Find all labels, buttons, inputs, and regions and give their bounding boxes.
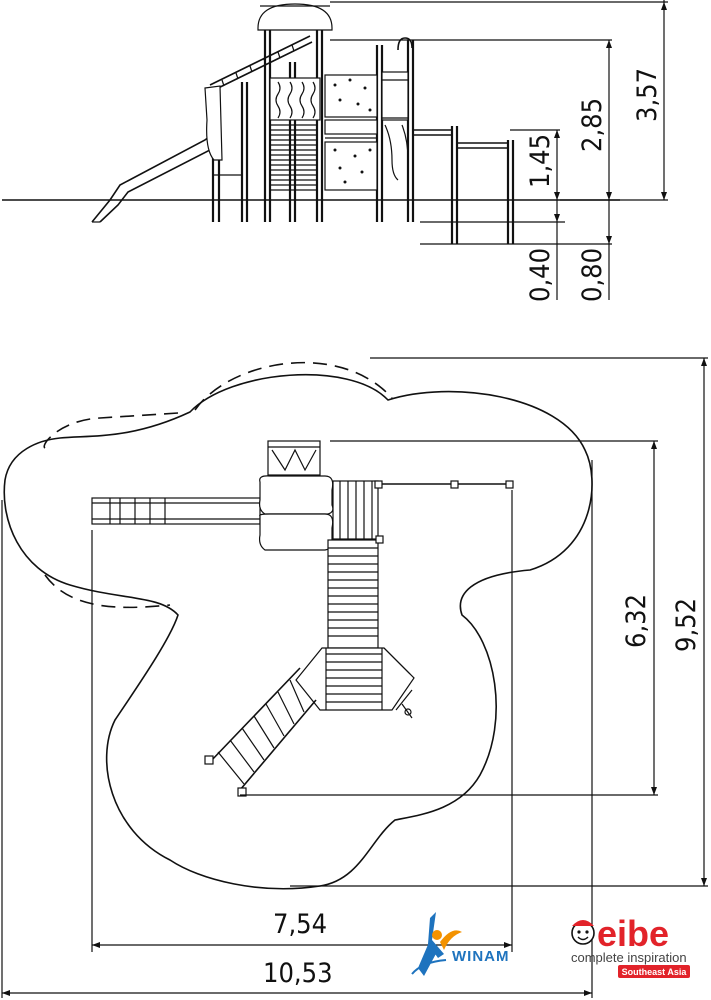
horizontal-bars (413, 126, 515, 244)
ladder-steps (270, 124, 317, 191)
dashed-zone-top (194, 361, 393, 411)
eibe-logo: eibe complete inspiration Southeast Asia (571, 913, 690, 978)
dashed-zone-bottom (44, 574, 171, 609)
posts (211, 30, 415, 222)
slide-upper-edge (99, 142, 219, 223)
roof (257, 3, 333, 31)
climbing-holds (333, 78, 372, 184)
elevation-dimensions (330, 0, 668, 300)
climbing-wall-upper (324, 74, 378, 118)
safety-zone-outline (3, 373, 593, 890)
plan-view: 6,32 9,52 7,54 10,53 (1, 357, 708, 998)
winam-logo: WINAM (411, 912, 510, 976)
plan-depth-total-label: 9,52 (671, 598, 702, 652)
side-panel (204, 85, 223, 161)
height-platform-low-label: 1,45 (525, 134, 556, 188)
plan-top-panel (267, 440, 321, 476)
plan-width-total-label: 10,53 (263, 958, 333, 989)
dashed-zone-left (43, 412, 179, 449)
height-foundation-long-label: 0,80 (577, 248, 608, 302)
plan-depth-inner-label: 6,32 (621, 594, 652, 648)
plan-roof (258, 475, 334, 551)
plan-width-inner-label: 7,54 (273, 909, 327, 940)
eibe-tagline: complete inspiration (571, 950, 687, 965)
eibe-wordmark: eibe (597, 913, 669, 954)
slide-lower-edge (91, 131, 216, 223)
plan-dimensions (1, 357, 708, 998)
eibe-region-text: Southeast Asia (622, 967, 688, 977)
height-foundation-short-label: 0,40 (525, 248, 556, 302)
right-tower (381, 37, 413, 181)
plan-bridge (327, 535, 384, 649)
winam-wordmark: WINAM (452, 948, 510, 965)
side-elevation: 3,57 2,85 1,45 0,40 0,80 (2, 0, 668, 302)
plan-ladder (204, 667, 317, 797)
wave-panels (269, 77, 321, 121)
plan-hex-platform (295, 647, 415, 719)
plan-slide (91, 497, 261, 525)
height-total-label: 3,57 (632, 68, 663, 122)
eibe-region-badge (618, 965, 690, 978)
height-platform-top-label: 2,85 (577, 98, 608, 152)
platform-beam (324, 119, 378, 135)
eibe-face-icon (571, 920, 595, 945)
overhead-ladder (209, 35, 313, 93)
plan-horizontal-bars (374, 480, 514, 489)
